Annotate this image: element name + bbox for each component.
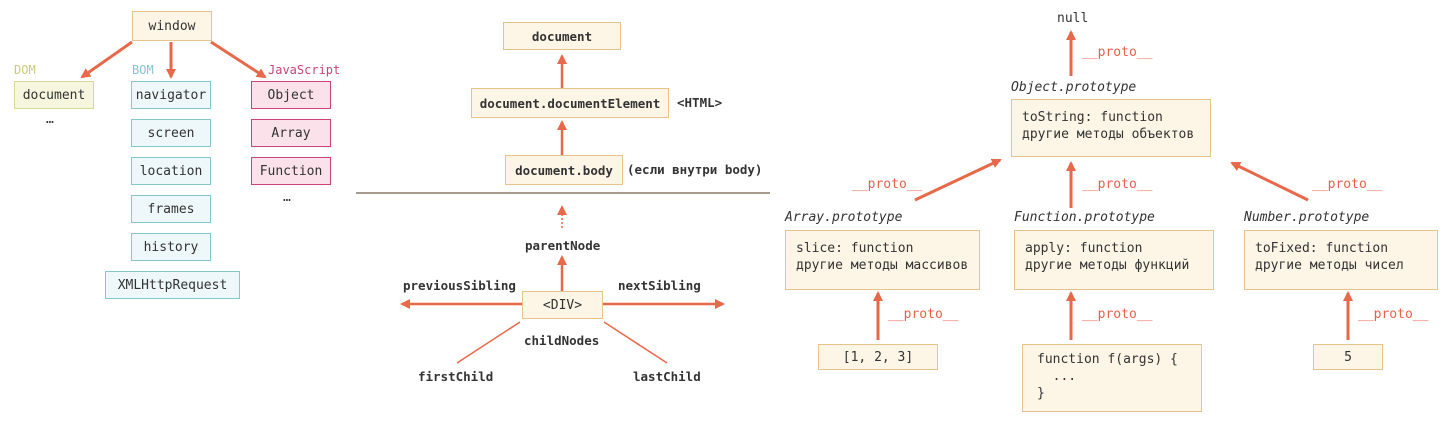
object-prototype-line: другие методы объектов: [1022, 127, 1195, 142]
arrow-window-dom: [80, 40, 133, 79]
line-first-child: [456, 321, 521, 364]
proto-label-array-instance: __proto__: [888, 307, 959, 322]
js-item-object: Object: [251, 81, 331, 109]
proto-label-function: __proto__: [1082, 177, 1153, 192]
function-prototype-line: другие методы функций: [1025, 258, 1190, 273]
dom-group-label: DOM: [14, 63, 36, 77]
array-prototype-line: другие методы массивов: [796, 258, 969, 273]
label-child-nodes: childNodes: [524, 333, 600, 348]
bom-group-label: BOM: [132, 63, 154, 77]
arrow-window-js: [210, 40, 267, 79]
array-instance: [1, 2, 3]: [818, 344, 938, 370]
number-instance: 5: [1313, 344, 1383, 370]
label-last-child: lastChild: [633, 369, 701, 384]
function-instance-line: function f(args) {: [1037, 352, 1178, 367]
number-prototype-box: toFixed: function другие методы чисел: [1244, 230, 1438, 290]
body-note: (если внутри body): [627, 162, 763, 177]
function-prototype-box: apply: function другие методы функций: [1014, 230, 1214, 290]
node-document-element: document.documentElement: [471, 88, 669, 118]
proto-label-object: __proto__: [1082, 45, 1153, 60]
js-item-array: Array: [251, 119, 331, 147]
label-previous-sibling: previousSibling: [403, 278, 516, 293]
js-group-label: JavaScript: [268, 63, 341, 77]
arrow-array-object: [914, 158, 1002, 202]
object-prototype-box: toString: function другие методы объекто…: [1011, 99, 1211, 157]
dom-more: …: [46, 112, 54, 127]
line-last-child: [603, 321, 668, 364]
js-item-function: Function: [251, 157, 331, 185]
function-prototype-line: apply: function: [1025, 241, 1143, 256]
label-parent-node: parentNode: [525, 238, 601, 253]
array-prototype-title: Array.prototype: [785, 210, 903, 225]
proto-label-number-instance: __proto__: [1358, 307, 1429, 322]
function-prototype-title: Function.prototype: [1014, 210, 1155, 225]
array-prototype-line: slice: function: [796, 241, 914, 256]
bom-item-location: location: [131, 157, 211, 185]
function-instance-line: }: [1037, 386, 1045, 401]
array-prototype-box: slice: function другие методы массивов: [785, 230, 980, 290]
label-next-sibling: nextSibling: [618, 278, 701, 293]
object-prototype-line: toString: function: [1022, 110, 1163, 125]
bom-item-frames: frames: [131, 195, 211, 223]
bom-item-xmlhttprequest: XMLHttpRequest: [105, 271, 240, 299]
function-instance-line: ...: [1037, 369, 1077, 384]
bom-item-navigator: navigator: [131, 81, 211, 109]
arrow-number-object: [1230, 161, 1309, 202]
bom-item-history: history: [131, 233, 211, 261]
number-prototype-line: toFixed: function: [1255, 241, 1389, 256]
proto-label-number: __proto__: [1312, 177, 1383, 192]
number-prototype-line: другие методы чисел: [1255, 258, 1404, 273]
function-instance: function f(args) { ... }: [1022, 344, 1202, 412]
proto-label-function-instance: __proto__: [1082, 307, 1153, 322]
node-div: <DIV>: [522, 291, 603, 319]
object-prototype-title: Object.prototype: [1011, 80, 1137, 95]
proto-label-array: __proto__: [852, 177, 923, 192]
window-node: window: [132, 11, 212, 41]
html-note: <HTML>: [677, 95, 723, 110]
node-document-body: document.body: [505, 155, 623, 185]
dom-item-document: document: [14, 81, 94, 109]
js-more: …: [283, 190, 291, 205]
null-label: null: [1057, 11, 1089, 26]
label-first-child: firstChild: [418, 369, 494, 384]
node-document: document: [503, 22, 621, 50]
number-prototype-title: Number.prototype: [1244, 210, 1370, 225]
bom-item-screen: screen: [131, 119, 211, 147]
